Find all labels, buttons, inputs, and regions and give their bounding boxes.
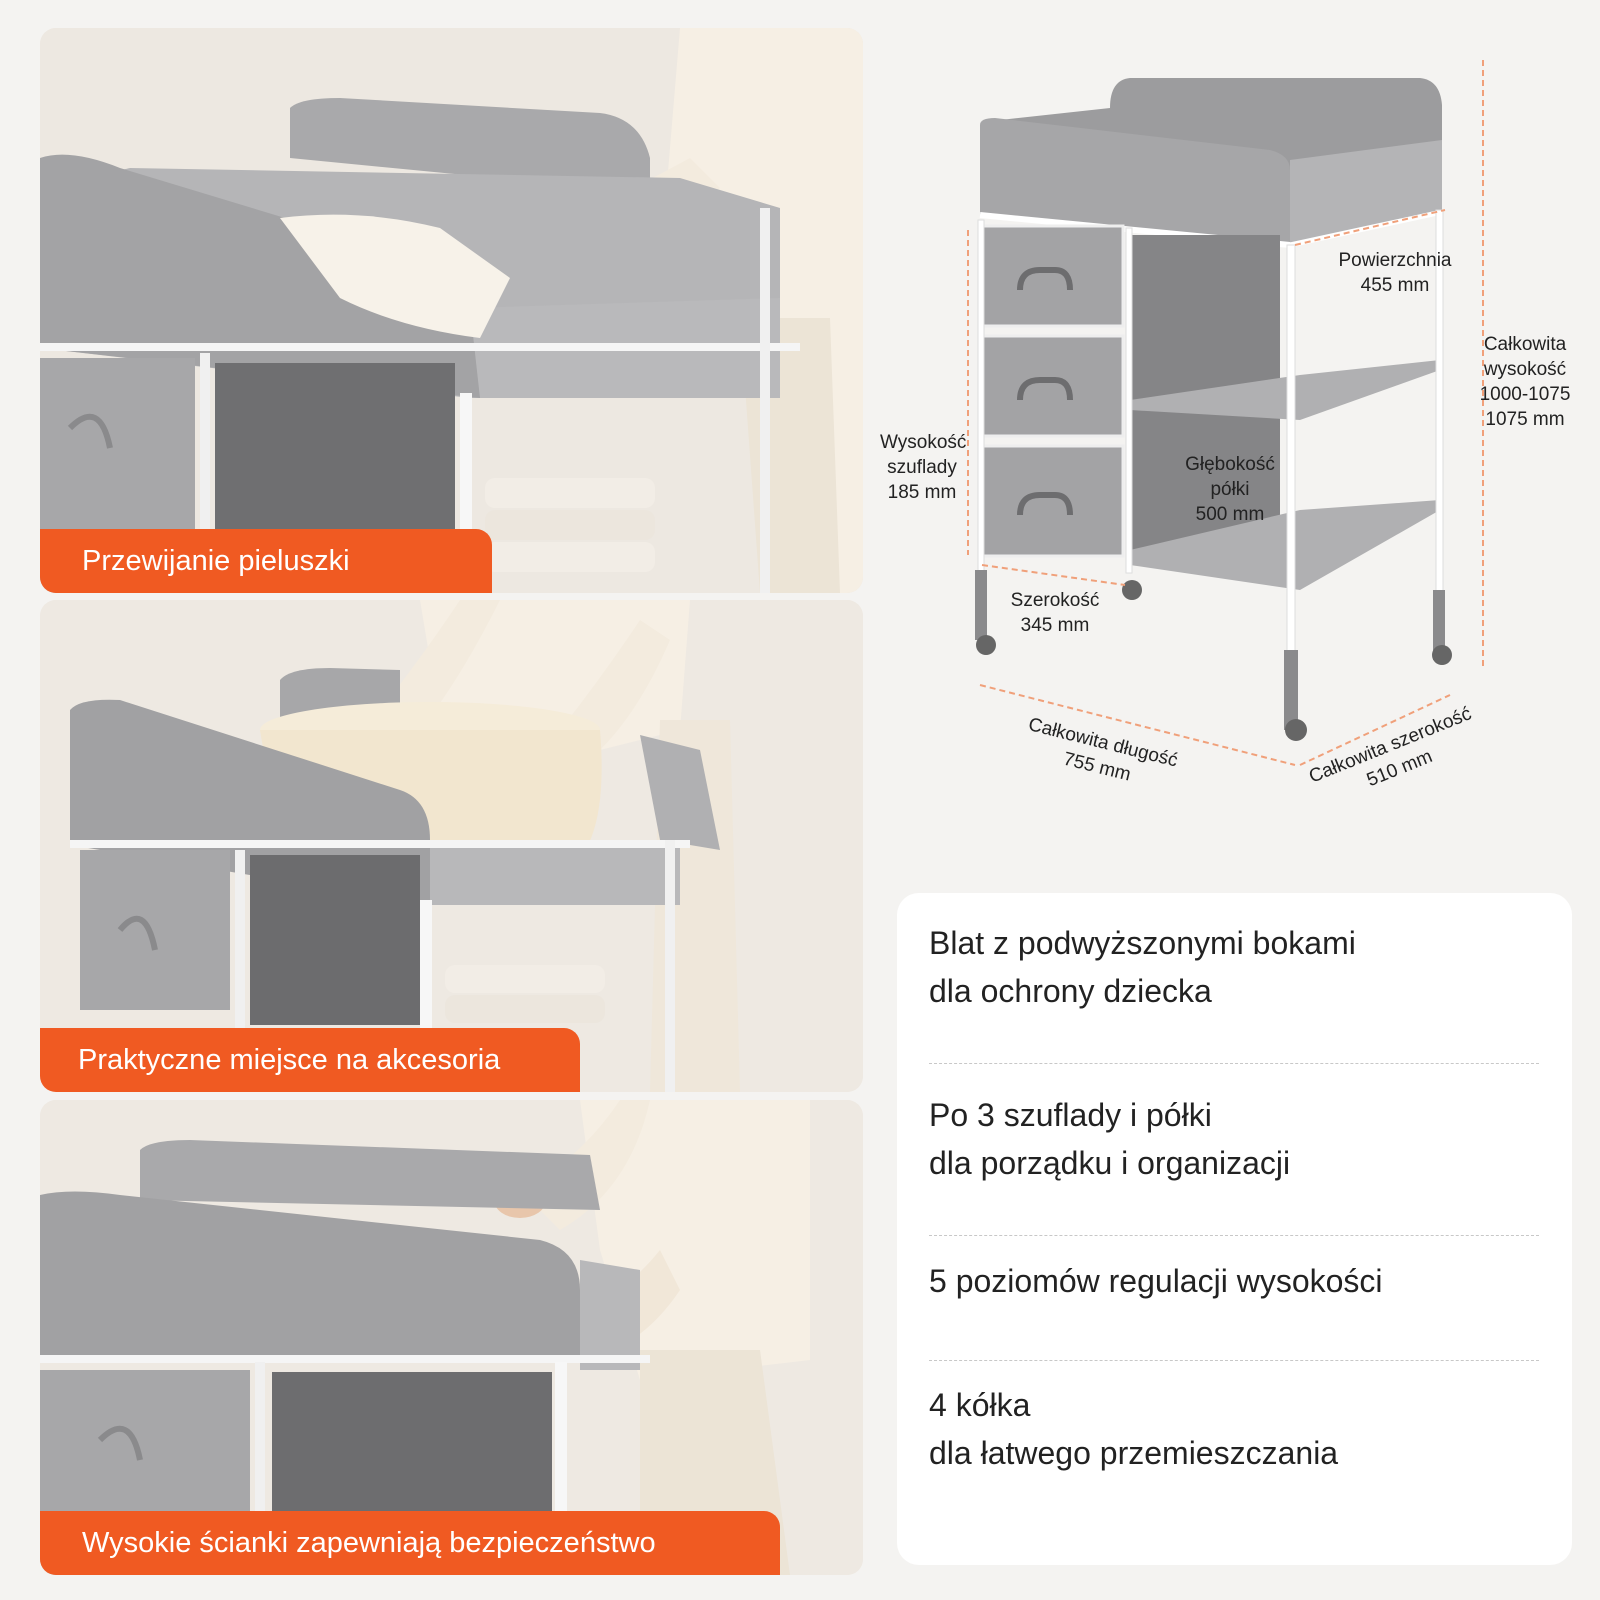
divider (929, 1360, 1539, 1361)
dimension-surface: Powierzchnia 455 mm (1338, 250, 1452, 296)
feature-wheels: 4 kółka dla łatwego przemieszczania (929, 1387, 1339, 1471)
dimension-width: Szerokość 345 mm (1010, 590, 1100, 636)
feature-raised-sides: Blat z podwyższonymi bokami dla ochrony … (929, 925, 1356, 1009)
photo-panel-accessories: Praktyczne miejsce na akcesoria (40, 600, 863, 1092)
dimension-drawer-height: Wysokość szuflady 185 mm (880, 432, 967, 503)
changing-table-photo-1 (40, 28, 863, 593)
divider (929, 1063, 1539, 1064)
changing-table-drawing (967, 60, 1484, 766)
panel-label: Praktyczne miejsce na akcesoria (40, 1028, 580, 1092)
photo-panel-high-walls: Wysokie ścianki zapewniają bezpieczeństw… (40, 1100, 863, 1575)
divider (929, 1235, 1539, 1236)
feature-drawers-shelves: Po 3 szuflady i półki dla porządku i org… (929, 1097, 1291, 1181)
dimension-diagram: Powierzchnia 455 mm Całkowita wysokość 1… (880, 30, 1600, 870)
dimension-total-height: Całkowita wysokość 1000-1075 1075 mm (1479, 334, 1571, 430)
dimension-shelf-depth: Głębokość półki 500 mm (1185, 454, 1275, 525)
features-card: Blat z podwyższonymi bokami dla ochrony … (897, 893, 1572, 1565)
photo-panel-diaper-changing: Przewijanie pieluszki (40, 28, 863, 593)
feature-height-levels: 5 poziomów regulacji wysokości (929, 1263, 1383, 1299)
panel-label: Przewijanie pieluszki (40, 529, 492, 593)
changing-table-photo-2 (40, 600, 863, 1092)
changing-table-photo-3 (40, 1100, 863, 1575)
panel-label: Wysokie ścianki zapewniają bezpieczeństw… (40, 1511, 780, 1575)
